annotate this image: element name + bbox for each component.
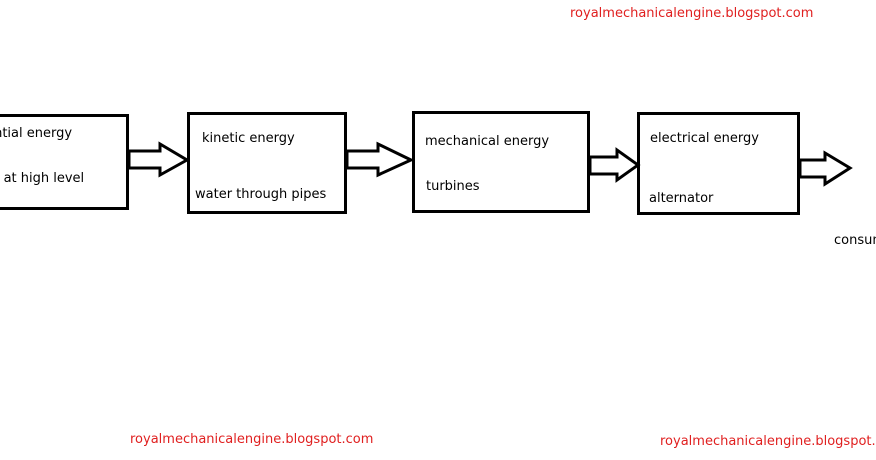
arrow-kinetic-to-mechanical <box>345 141 415 178</box>
electrical-energy-box: electrical energy alternator <box>637 112 800 215</box>
mechanical-energy-label: mechanical energy <box>425 134 550 149</box>
arrow-electrical-to-consumer <box>798 150 853 187</box>
mechanical-energy-source: turbines <box>426 179 480 194</box>
arrow-mechanical-to-electrical <box>588 147 641 183</box>
watermark-bottom-right: royalmechanicalengine.blogspot.com <box>660 434 876 449</box>
watermark-top: royalmechanicalengine.blogspot.com <box>570 6 814 21</box>
kinetic-energy-label: kinetic energy <box>202 131 295 146</box>
electrical-energy-source: alternator <box>649 191 714 206</box>
electrical-energy-label: electrical energy <box>650 131 759 146</box>
arrow-potential-to-kinetic <box>127 141 191 178</box>
potential-energy-label: tential energy <box>0 126 73 141</box>
watermark-bottom-left: royalmechanicalengine.blogspot.com <box>130 432 374 447</box>
kinetic-energy-source: water through pipes <box>195 187 327 202</box>
consumer-label: consum <box>834 233 876 248</box>
potential-energy-source: ter at high level <box>0 171 85 186</box>
